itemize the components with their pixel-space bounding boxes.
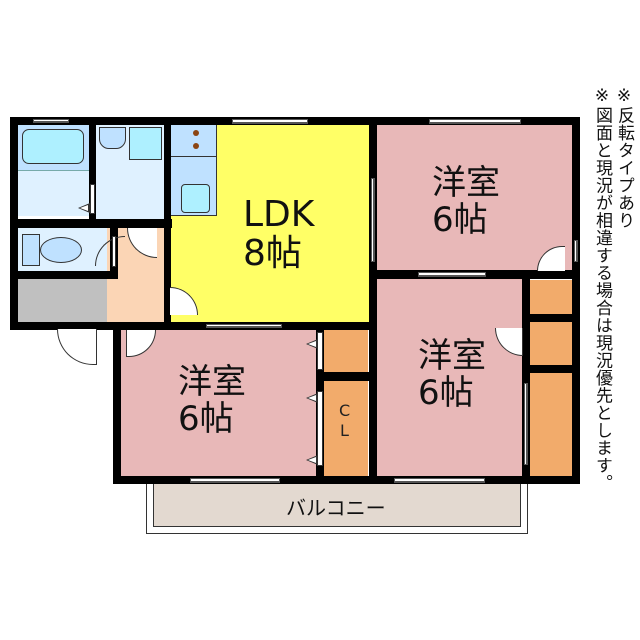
toilet-tank-icon bbox=[22, 234, 40, 266]
door-arrow-icon bbox=[78, 203, 90, 213]
bathtub-icon bbox=[22, 129, 84, 164]
window-ldk-top bbox=[232, 119, 308, 124]
window-room-bottom-right bbox=[394, 478, 485, 483]
note-current-condition-priority: ※図面と現況が相違する場合は現況優先とします。 bbox=[592, 86, 612, 492]
western-room-top-right-label: 洋室 6帖 bbox=[432, 163, 500, 240]
wall bbox=[164, 117, 171, 330]
sink-icon bbox=[181, 184, 210, 213]
wall bbox=[522, 314, 580, 322]
window-room-top-right bbox=[429, 119, 521, 124]
wall bbox=[369, 117, 377, 483]
floor-plan-notes: ※反転タイプあり ※図面と現況が相違する場合は現況優先とします。 bbox=[591, 86, 635, 492]
stove-burner-icon bbox=[193, 143, 199, 149]
wall bbox=[572, 117, 580, 484]
note-reversed-type: ※反転タイプあり bbox=[614, 86, 634, 229]
balcony-label: バルコニー bbox=[286, 496, 386, 520]
door-arrow-icon bbox=[306, 393, 318, 403]
window-room-top-right-side bbox=[574, 240, 578, 262]
window-closet-sliding bbox=[524, 383, 528, 465]
ldk-label: LDK 8帖 bbox=[243, 194, 315, 274]
washbasin-icon bbox=[99, 127, 126, 149]
wall bbox=[316, 372, 376, 381]
window-room-right-divider bbox=[418, 272, 486, 277]
window-bathroom bbox=[33, 119, 69, 123]
closet-middle-top bbox=[324, 330, 368, 372]
wall bbox=[113, 476, 580, 484]
wall bbox=[522, 365, 580, 373]
western-room-bottom-left bbox=[120, 330, 316, 476]
wall bbox=[522, 270, 530, 484]
closet-right-3 bbox=[529, 373, 572, 476]
bathroom-sliding-door[interactable] bbox=[90, 184, 95, 214]
wall bbox=[113, 322, 121, 484]
closet-label-c: C bbox=[339, 401, 351, 420]
toilet-bowl-icon bbox=[40, 237, 82, 263]
window-ldk-right bbox=[371, 178, 375, 262]
balcony: バルコニー bbox=[153, 482, 521, 527]
storage-area bbox=[17, 279, 107, 323]
western-room-bottom-left-label: 洋室 6帖 bbox=[178, 362, 246, 439]
closet-door-lower[interactable] bbox=[317, 391, 323, 466]
wall bbox=[89, 117, 96, 227]
closet-label-l: L bbox=[340, 421, 349, 440]
toilet-door-leaf bbox=[112, 236, 116, 267]
stove-burner-icon bbox=[193, 130, 199, 136]
western-room-bottom-right bbox=[376, 279, 524, 476]
window-ldk-bottom bbox=[206, 324, 282, 328]
wall bbox=[10, 322, 172, 330]
closet-right-2 bbox=[529, 322, 572, 365]
closet-door-upper[interactable] bbox=[317, 332, 323, 370]
washing-machine-icon bbox=[129, 127, 162, 160]
front-door[interactable] bbox=[57, 329, 97, 365]
door-arrow-icon bbox=[306, 339, 318, 349]
wall bbox=[10, 271, 118, 279]
wall bbox=[10, 219, 172, 228]
western-room-bottom-right-label: 洋室 6帖 bbox=[418, 336, 486, 413]
closet-right-1 bbox=[529, 280, 572, 314]
closet-cl: C L bbox=[324, 381, 368, 476]
western-room-top-right bbox=[376, 124, 572, 270]
door-arrow-icon bbox=[306, 455, 318, 465]
window-room-bottom-left bbox=[190, 478, 280, 483]
stove-counter bbox=[170, 124, 217, 157]
